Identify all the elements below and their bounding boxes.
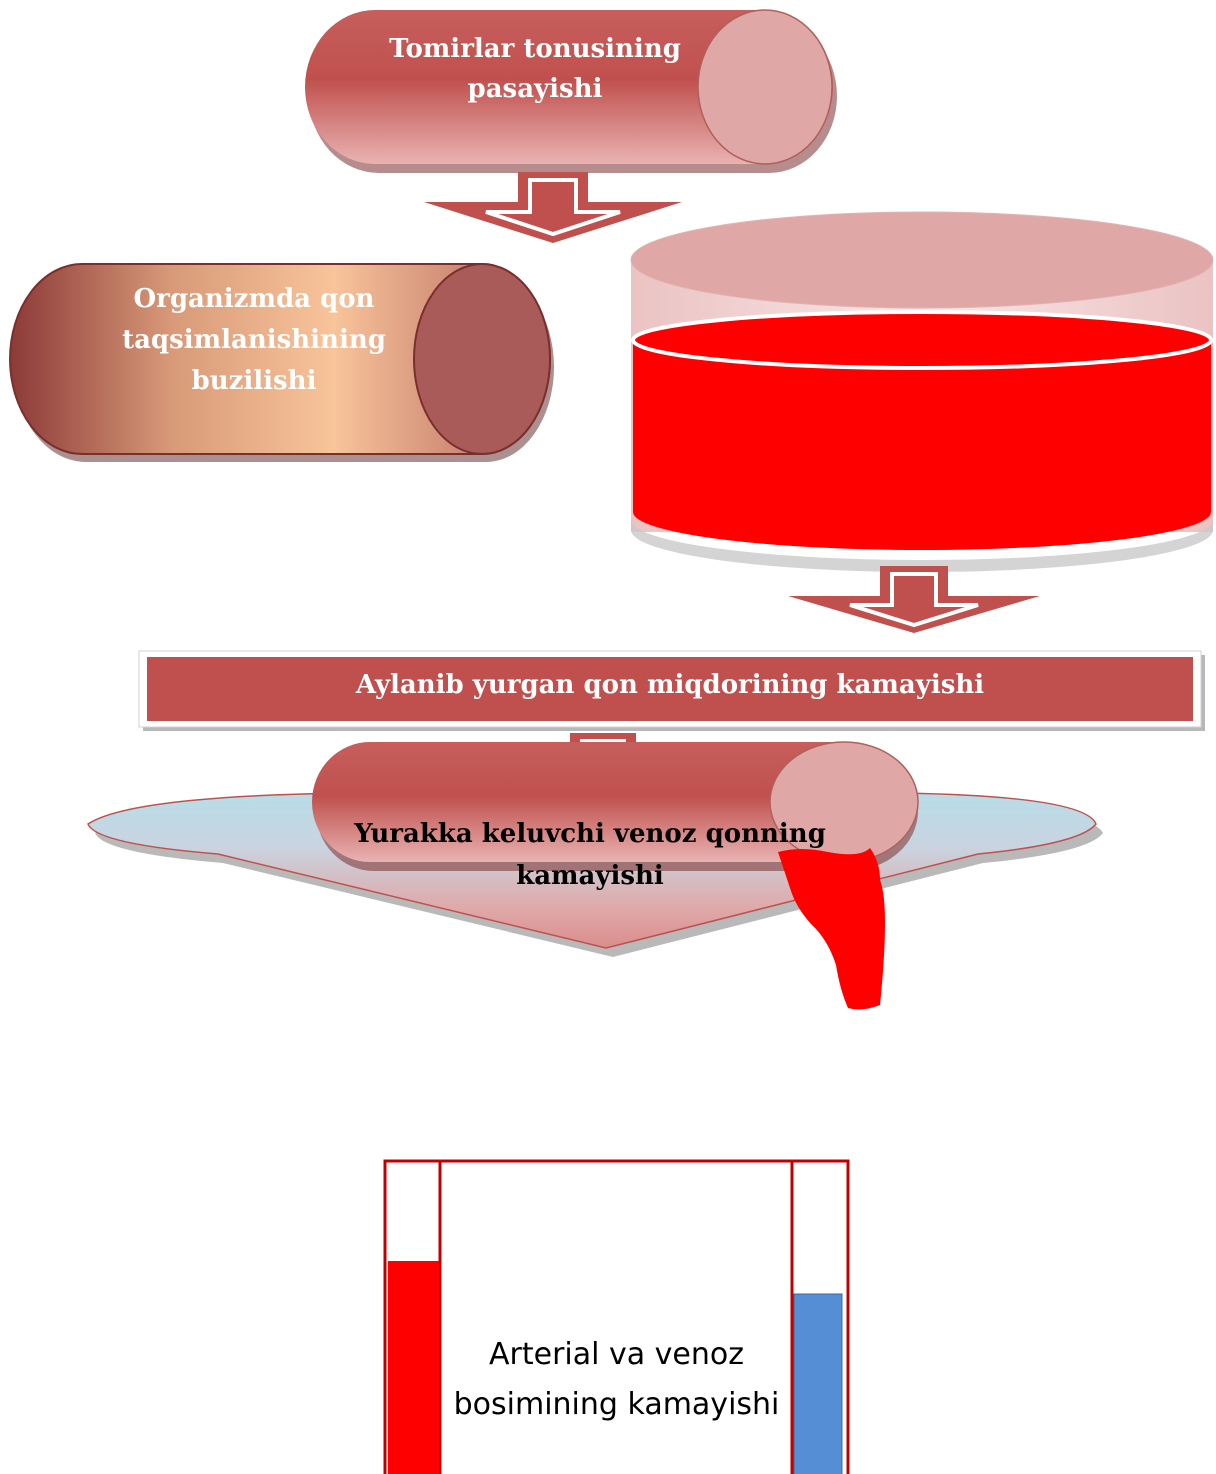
cardiac-output-cylinder (312, 741, 919, 1010)
pressure-box (383, 1159, 850, 1474)
pressure-label: Arterial va venoz bosimining kamayishi (453, 1337, 780, 1422)
blood-distribution-cylinder (9, 263, 554, 462)
down-arrow-1 (424, 172, 682, 243)
cardiac-output-label: Yurak qon otib berish hajmining pasayish… (429, 998, 729, 1061)
arterial-pressure-gauge-fill (388, 1261, 439, 1474)
venous-pressure-gauge-fill (793, 1293, 843, 1474)
vessel-tone-cylinder (305, 9, 837, 173)
blood-distribution-label: Organizmda qon taqsimlanishining buzilis… (122, 283, 386, 396)
circulating-volume-bar (138, 650, 1205, 731)
vessel-tone-label: Tomirlar tonusining pasayishi (389, 34, 681, 104)
down-arrow-2 (788, 566, 1040, 633)
circulating-volume-label: Aylanib yurgan qon miqdorining kamayishi (355, 670, 985, 700)
blood-reservoir (630, 211, 1214, 572)
venous-return-label: Yurakka keluvchi venoz qonning kamayishi (354, 819, 826, 891)
